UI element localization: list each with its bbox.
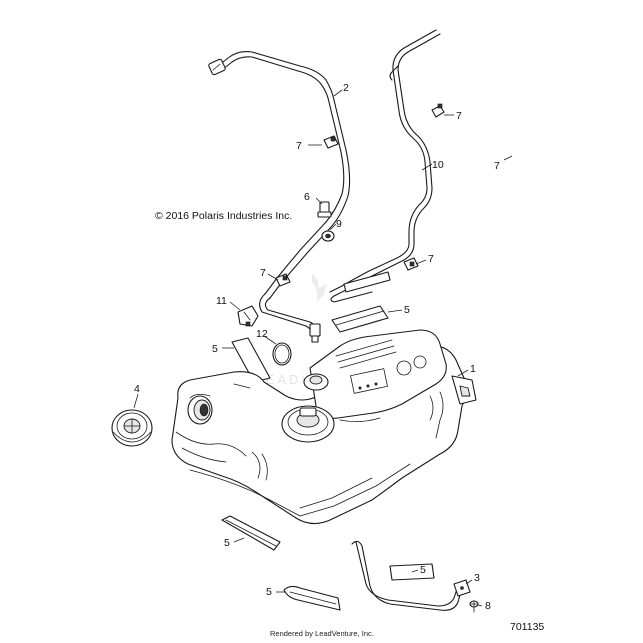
copyright-text: © 2016 Polaris Industries Inc. xyxy=(155,210,292,222)
callout-5a: 5 xyxy=(404,304,410,316)
callout-9: 9 xyxy=(336,218,342,230)
callout-11: 11 xyxy=(216,295,227,307)
callouts: 2 7 7 10 7 6 9 7 7 11 5 12 5 4 1 5 5 3 5… xyxy=(134,82,500,612)
hose-fitting[interactable] xyxy=(309,323,321,343)
callout-1: 1 xyxy=(470,363,476,375)
clip-7b[interactable] xyxy=(323,135,339,149)
callout-4: 4 xyxy=(134,383,140,395)
footer-credit: Rendered by LeadVenture, Inc. xyxy=(270,629,374,638)
callout-8: 8 xyxy=(485,600,491,612)
callout-10: 10 xyxy=(432,159,444,171)
pad-5c[interactable] xyxy=(221,515,281,551)
callout-7c: 7 xyxy=(260,267,266,279)
pad-5e[interactable] xyxy=(283,585,341,611)
callout-7b: 7 xyxy=(296,140,302,152)
leader-lines xyxy=(133,89,513,607)
clip-7c[interactable] xyxy=(275,273,291,287)
callout-7a: 7 xyxy=(456,110,462,122)
callout-7e: 7 xyxy=(494,160,500,172)
screw-8[interactable] xyxy=(469,600,479,613)
hose-bracket[interactable] xyxy=(343,271,391,293)
rollover-valve-11[interactable] xyxy=(237,305,259,327)
callout-5e: 5 xyxy=(266,586,272,598)
part-number: 701135 xyxy=(510,621,544,633)
pad-5b[interactable] xyxy=(231,337,271,383)
fuel-tank-1[interactable] xyxy=(171,329,477,525)
callout-7d: 7 xyxy=(428,253,434,265)
clip-7a[interactable] xyxy=(431,103,445,118)
vent-hose-2[interactable] xyxy=(208,51,351,335)
clip-7d[interactable] xyxy=(403,257,419,271)
fitting-6[interactable] xyxy=(317,201,332,218)
callout-3: 3 xyxy=(474,572,480,584)
callout-5d: 5 xyxy=(420,564,426,576)
callout-6: 6 xyxy=(304,191,310,203)
vent-hose-10[interactable] xyxy=(329,29,441,303)
callout-12: 12 xyxy=(256,328,268,340)
grommet-9[interactable] xyxy=(321,230,335,242)
fuel-cap-4[interactable] xyxy=(111,409,153,447)
callout-5c: 5 xyxy=(224,537,230,549)
callout-2: 2 xyxy=(343,82,349,94)
callout-5b: 5 xyxy=(212,343,218,355)
pad-5a[interactable] xyxy=(331,305,389,333)
o-ring-12[interactable] xyxy=(272,342,292,366)
